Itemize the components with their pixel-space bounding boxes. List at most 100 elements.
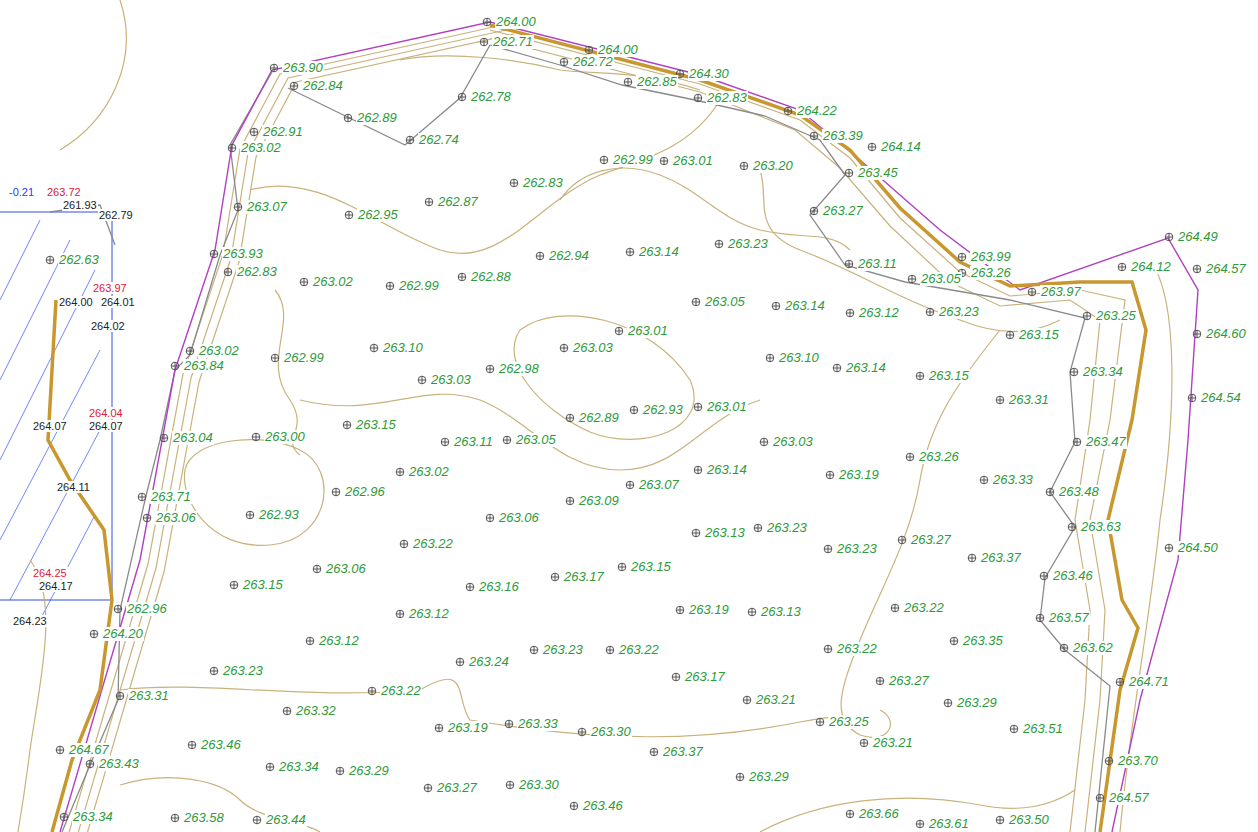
survey-point-symbol [1028, 288, 1036, 296]
survey-point-symbol [271, 354, 279, 362]
point-cross [1193, 265, 1201, 273]
survey-point-symbol [570, 802, 578, 810]
point-cross [585, 46, 593, 54]
point-cross [116, 692, 124, 700]
survey-point-symbol [400, 540, 408, 548]
spot-elevation: 263.99 [970, 250, 1012, 264]
point-cross [566, 497, 574, 505]
point-circle [345, 211, 353, 219]
survey-point-symbol [578, 728, 586, 736]
survey-point-symbol [458, 93, 466, 101]
reference-value: 264.07 [32, 420, 68, 432]
point-circle [1118, 263, 1126, 271]
spot-elevation: 262.83 [706, 91, 748, 105]
point-circle [56, 746, 64, 754]
point-circle [300, 278, 308, 286]
spot-elevation: 263.71 [150, 490, 192, 504]
point-cross [676, 606, 684, 614]
point-cross [958, 253, 966, 261]
survey-point-symbol [456, 658, 464, 666]
spot-elevation: 263.12 [408, 607, 450, 621]
contour-line [250, 100, 720, 254]
spot-elevation: 263.02 [198, 344, 240, 358]
point-circle [486, 514, 494, 522]
contour-line [490, 30, 1125, 832]
spot-elevation: 263.02 [312, 275, 354, 289]
spot-elevation: 263.51 [1022, 722, 1064, 736]
spot-elevation: 263.02 [408, 465, 450, 479]
point-cross [694, 403, 702, 411]
survey-point-symbol [386, 282, 394, 290]
point-cross [1096, 794, 1104, 802]
point-circle [692, 529, 700, 537]
spot-elevation: 263.23 [222, 664, 264, 678]
survey-point-symbol [424, 784, 432, 792]
survey-point-symbol [694, 403, 702, 411]
survey-point-symbol [313, 565, 321, 573]
point-circle [441, 438, 449, 446]
point-cross [740, 162, 748, 170]
contour-line [760, 790, 1075, 832]
point-circle [630, 406, 638, 414]
spot-elevation: 263.19 [838, 468, 880, 482]
spot-elevation: 263.39 [822, 129, 864, 143]
point-circle [676, 606, 684, 614]
survey-point-symbol [224, 268, 232, 276]
spot-elevation: 262.99 [612, 153, 654, 167]
point-circle [506, 781, 514, 789]
point-circle [916, 820, 924, 828]
point-cross [566, 414, 574, 422]
point-circle [624, 78, 632, 86]
contour-line [68, 26, 498, 832]
point-cross [715, 240, 723, 248]
point-cross [271, 354, 279, 362]
spot-elevation: 264.20 [102, 627, 144, 641]
survey-point-symbol [996, 816, 1004, 824]
point-circle [480, 38, 488, 46]
spot-elevation: 263.25 [1095, 309, 1137, 323]
survey-point-symbol [560, 344, 568, 352]
point-cross [845, 260, 853, 268]
point-circle [754, 524, 762, 532]
spot-elevation: 263.33 [517, 717, 559, 731]
point-cross [846, 309, 854, 317]
survey-point-symbol [760, 438, 768, 446]
point-cross [551, 573, 559, 581]
spot-elevation: 262.96 [344, 485, 386, 499]
spot-elevation: 263.17 [684, 670, 726, 684]
spot-elevation: 263.27 [910, 533, 952, 547]
point-circle [1165, 544, 1173, 552]
point-cross [898, 536, 906, 544]
spot-elevation: 263.06 [155, 511, 197, 525]
point-circle [694, 94, 702, 102]
parcel-outline [0, 212, 112, 600]
reference-value: -0.21 [8, 186, 35, 198]
contour-line [60, 0, 126, 150]
spot-elevation: 262.63 [58, 253, 100, 267]
spot-elevation: 263.90 [282, 61, 324, 75]
point-circle [530, 646, 538, 654]
point-cross [891, 604, 899, 612]
survey-point-symbol [845, 169, 853, 177]
spot-elevation: 263.12 [858, 306, 900, 320]
point-cross [306, 637, 314, 645]
point-cross [1036, 614, 1044, 622]
point-cross [386, 282, 394, 290]
point-circle [996, 816, 1004, 824]
point-circle [435, 724, 443, 732]
point-cross [188, 741, 196, 749]
point-circle [833, 364, 841, 372]
spot-elevation: 262.72 [572, 55, 614, 69]
point-cross [228, 144, 236, 152]
survey-point-symbol [441, 438, 449, 446]
point-cross [343, 421, 351, 429]
spot-elevation: 262.84 [302, 79, 344, 93]
point-cross [441, 438, 449, 446]
point-cross [1116, 678, 1124, 686]
point-cross [1068, 523, 1076, 531]
contour-line [760, 170, 1060, 332]
point-circle [944, 699, 952, 707]
spot-elevation: 263.03 [772, 435, 814, 449]
survey-point-symbol [650, 748, 658, 756]
survey-point-symbol [228, 144, 236, 152]
